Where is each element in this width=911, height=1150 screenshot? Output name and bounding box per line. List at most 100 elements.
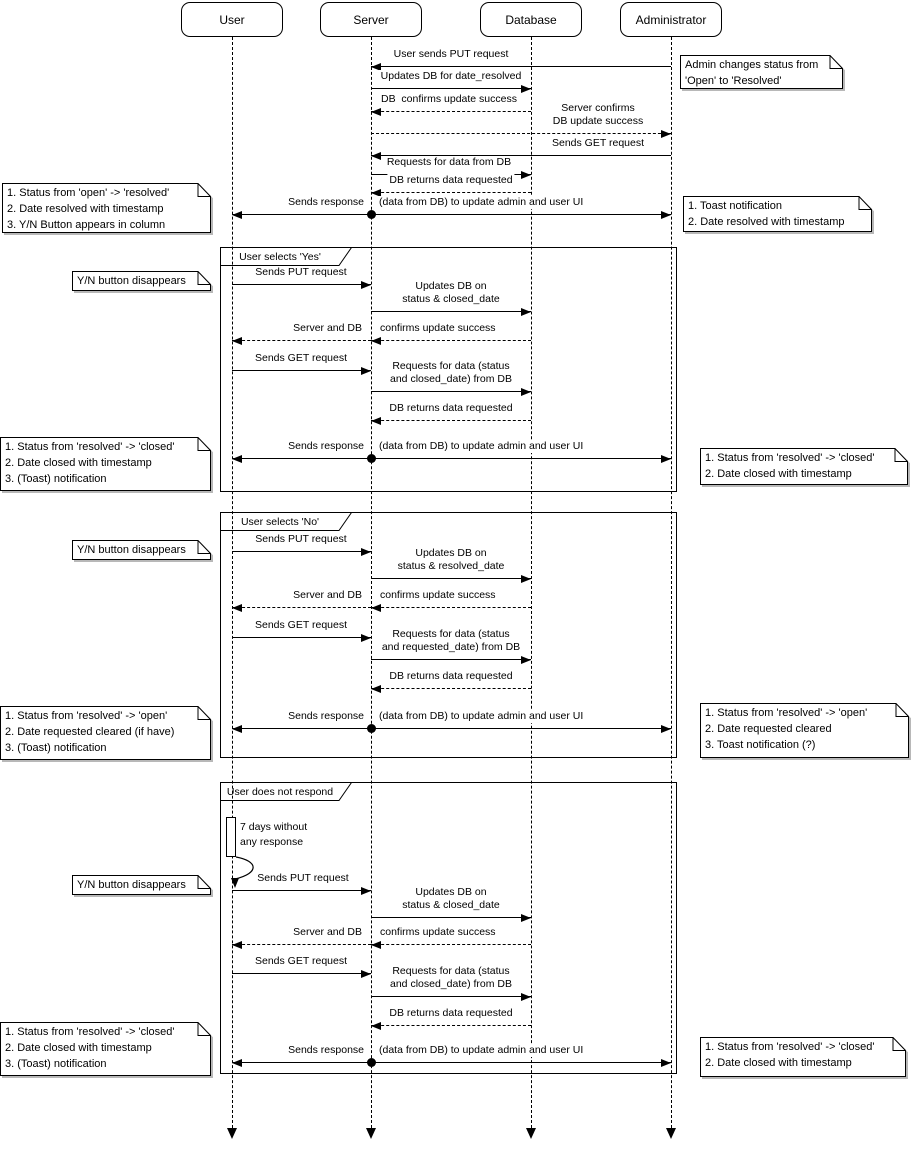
message-label-line: Sends response [288, 196, 364, 208]
message-label: Server and DB [291, 926, 364, 939]
note-text: 1. Status from 'resolved' -> 'open' 2. Da… [5, 708, 212, 756]
message-label-line: Updates DB on [415, 886, 487, 898]
lifeline-end-arrow [227, 1128, 237, 1139]
note-text: Y/N button disappears [77, 273, 212, 289]
fragment-tab-shape [220, 512, 353, 531]
fragment-label: User selects 'No' [240, 516, 320, 528]
actor-label: User [219, 12, 245, 27]
message-label: Sends response [286, 1044, 366, 1057]
message-line [371, 340, 531, 341]
message-arrowhead [361, 969, 371, 978]
timeout-activation-bar [226, 817, 236, 857]
note-shape [0, 1022, 213, 1078]
message-line [232, 458, 671, 459]
message-label: confirms update success [378, 589, 498, 602]
message-label: DB returns data requested [387, 402, 515, 415]
timeout-label-line: any response [240, 836, 304, 848]
message-line [232, 551, 371, 552]
message-line [371, 1025, 531, 1026]
note-shape [0, 706, 213, 762]
note-shape [72, 540, 213, 562]
note-line: 2. Date closed with timestamp [5, 457, 152, 469]
message-label-line: Updates DB for date_resolved [380, 70, 522, 82]
note-line: 1. Status from 'open' -> 'resolved' [7, 187, 170, 199]
message-label-line: Server and DB [293, 926, 362, 938]
message-line [232, 607, 371, 608]
message-label-line: Server and DB [293, 589, 362, 601]
message-line [371, 391, 531, 392]
note-line: 2. Date resolved with timestamp [7, 203, 164, 215]
fragment-tab-shape [220, 782, 353, 801]
message-line [232, 1062, 671, 1063]
message-line [371, 66, 671, 67]
message-label-line: (data from DB) to update admin and user … [379, 196, 584, 208]
message-arrowhead [521, 574, 531, 583]
message-line [371, 688, 531, 689]
lifeline-end-arrow [366, 1128, 376, 1139]
message-line [371, 659, 531, 660]
message-arrowhead [361, 547, 371, 556]
message-label-line: DB returns data requested [389, 1007, 513, 1019]
message-label: Requests for data from DB [384, 156, 514, 169]
message-label: DB returns data requested [387, 174, 515, 187]
message-found-dot [366, 724, 376, 733]
message-arrowhead [371, 151, 381, 160]
lifeline-database [531, 37, 532, 1128]
message-label-line: Sends GET request [254, 619, 348, 631]
message-label-line: status & resolved_date [397, 560, 505, 572]
message-arrowhead [361, 366, 371, 375]
message-label-line: Server confirms [561, 102, 635, 114]
message-arrowhead [232, 603, 242, 612]
message-line [371, 578, 531, 579]
message-arrowhead [661, 210, 671, 219]
message-label-line: Sends GET request [551, 137, 645, 149]
message-label-line: Updates DB on [415, 280, 487, 292]
note-line: 1. Status from 'resolved' -> 'open' [5, 710, 168, 722]
note-text: 1. Status from 'resolved' -> 'closed'2. … [5, 1024, 212, 1072]
message-arrowhead [371, 940, 381, 949]
note-line: 2. Date requested cleared (if have) [5, 726, 175, 738]
actor-label: Administrator [635, 12, 707, 27]
message-arrowhead [371, 1021, 381, 1030]
message-line [232, 973, 371, 974]
message-label: DB confirms update success [379, 93, 519, 106]
message-arrowhead [371, 336, 381, 345]
note-line: Y/N button disappears [77, 879, 186, 891]
message-label: Sends PUT request [253, 266, 349, 279]
note: 1. Status from 'resolved' -> 'closed'2. … [700, 1037, 909, 1080]
note-line: 3. (Toast) notification [5, 1058, 107, 1070]
message-arrowhead [371, 107, 381, 116]
note-text: 1. Status from 'resolved' -> 'closed'2. … [705, 1039, 907, 1071]
note-line: 2. Date closed with timestamp [705, 1057, 852, 1069]
message-line [371, 192, 531, 193]
message-found-dot [366, 454, 376, 463]
message-label-line: (data from DB) to update admin and user … [379, 440, 584, 452]
message-label: DB returns data requested [387, 1007, 515, 1020]
message-line [371, 917, 531, 918]
fragment-user-selects-yes [220, 247, 677, 492]
message-label-line: Requests for data (status [392, 360, 510, 372]
actor-database: Database [480, 2, 582, 37]
self-message-arrow [231, 856, 254, 888]
note-shape [72, 875, 213, 897]
fragment-user-does-not-respond [220, 782, 677, 1074]
note-line: 1. Status from 'resolved' -> 'closed' [5, 441, 175, 453]
message-label: Sends response [286, 440, 366, 453]
note-line: Y/N button disappears [77, 275, 186, 287]
message-arrowhead [361, 886, 371, 895]
message-arrowhead [361, 280, 371, 289]
message-line [232, 728, 671, 729]
message-line [232, 284, 371, 285]
note: 1. Status from 'resolved' -> 'open'2. Da… [700, 703, 911, 761]
message-line [371, 944, 531, 945]
message-arrowhead [232, 940, 242, 949]
note: 1. Status from 'resolved' -> 'open' 2. Da… [0, 706, 214, 763]
message-label-line: status & closed_date [402, 899, 500, 911]
message-label-line: User sends PUT request [393, 48, 509, 60]
